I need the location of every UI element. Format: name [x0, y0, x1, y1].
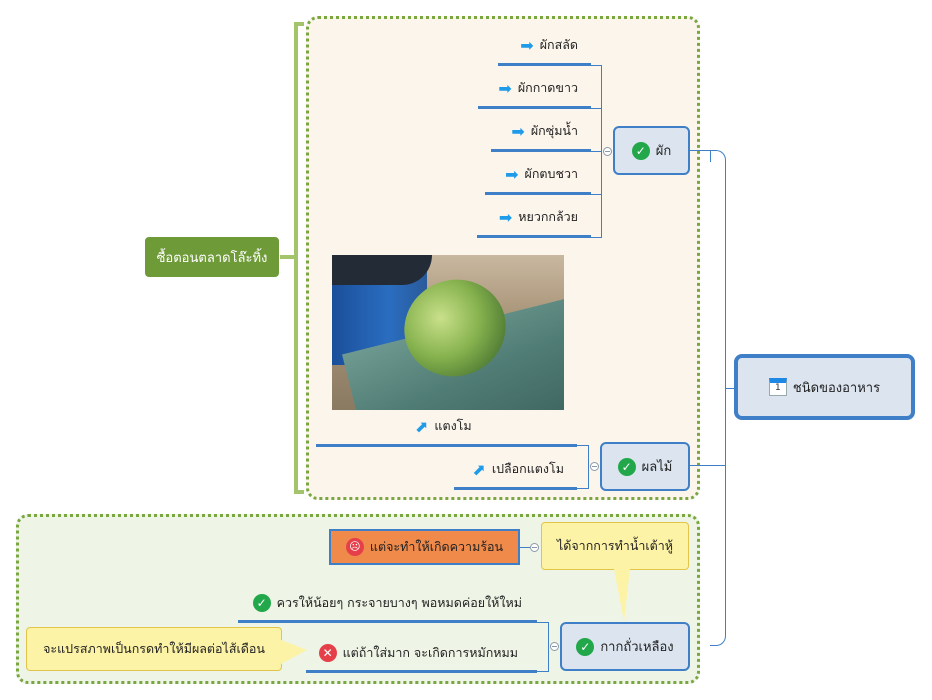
central-topic[interactable]: 1 ชนิดของอาหาร	[734, 354, 915, 420]
fruit-topic[interactable]: ✓ ผลไม้	[600, 442, 690, 491]
soy-item[interactable]: ✓ ควรให้น้อยๆ กระจายบางๆ พอหมดค่อยให้ใหม…	[250, 593, 522, 613]
fruit-label: ผลไม้	[641, 460, 673, 475]
warning-topic[interactable]: ☹ แต่จะทำให้เกิดความร้อน	[329, 529, 520, 565]
vegetable-label: ผัก	[655, 144, 672, 159]
summary-label: ซื้อตอนตลาดโล๊ะทิ้ง	[156, 250, 268, 266]
vegetable-topic[interactable]: ✓ ผัก	[613, 126, 690, 175]
arrow-right-icon: ➡	[511, 121, 525, 141]
arrow-up-right-icon: ⬈	[472, 459, 486, 479]
callout-pointer	[614, 569, 630, 621]
soy-item[interactable]: ✕ แต่ถ้าใส่มาก จะเกิดการหมักหมม	[318, 643, 518, 663]
summary-connector	[280, 255, 294, 259]
arrow-right-icon: ➡	[520, 35, 534, 55]
check-icon: ✓	[576, 637, 595, 656]
arrow-up-right-icon: ⬈	[415, 416, 429, 436]
arrow-right-icon: ➡	[498, 207, 513, 227]
vegetable-item[interactable]: ➡ ผักสลัด	[520, 35, 578, 55]
summary-topic[interactable]: ซื้อตอนตลาดโล๊ะทิ้ง	[145, 237, 279, 277]
calendar-icon: 1	[768, 378, 787, 396]
watermelon-image	[332, 255, 564, 410]
soy-collapse-button[interactable]	[550, 642, 559, 651]
soy-label: กากถั่วเหลือง	[600, 640, 674, 655]
note-pointer	[281, 640, 307, 664]
x-mark-icon: ✕	[318, 644, 337, 662]
check-icon: ✓	[617, 457, 636, 476]
check-icon: ✓	[631, 141, 650, 160]
angry-face-icon: ☹	[345, 538, 364, 556]
summary-bracket	[294, 22, 304, 494]
vegetable-item[interactable]: ➡ ผักตบชวา	[505, 164, 578, 184]
fruit-collapse-button[interactable]	[590, 462, 599, 471]
vegetable-collapse-button[interactable]	[603, 147, 612, 156]
note-callout: จะแปรสภาพเป็นกรดทำให้มีผลต่อไส้เดือน	[26, 627, 282, 671]
vegetable-item[interactable]: ➡ ผักกาดขาว	[498, 78, 578, 98]
warning-collapse-button[interactable]	[530, 543, 539, 552]
check-icon: ✓	[252, 594, 271, 612]
arrow-right-icon: ➡	[505, 164, 519, 184]
central-label: ชนิดของอาหาร	[792, 380, 881, 396]
image-caption: ⬈ แตงโม	[415, 416, 472, 436]
arrow-right-icon: ➡	[498, 78, 512, 98]
soy-topic[interactable]: ✓ กากถั่วเหลือง	[560, 622, 690, 671]
vegetable-item[interactable]: ➡ หยวกกล้วย	[498, 207, 578, 227]
soy-callout: ได้จากการทำน้ำเต้าหู้	[541, 522, 689, 570]
vegetable-item[interactable]: ➡ ผักซุ่มน้ำ	[511, 121, 578, 141]
fruit-item[interactable]: ⬈ เปลือกแตงโม	[472, 459, 564, 479]
